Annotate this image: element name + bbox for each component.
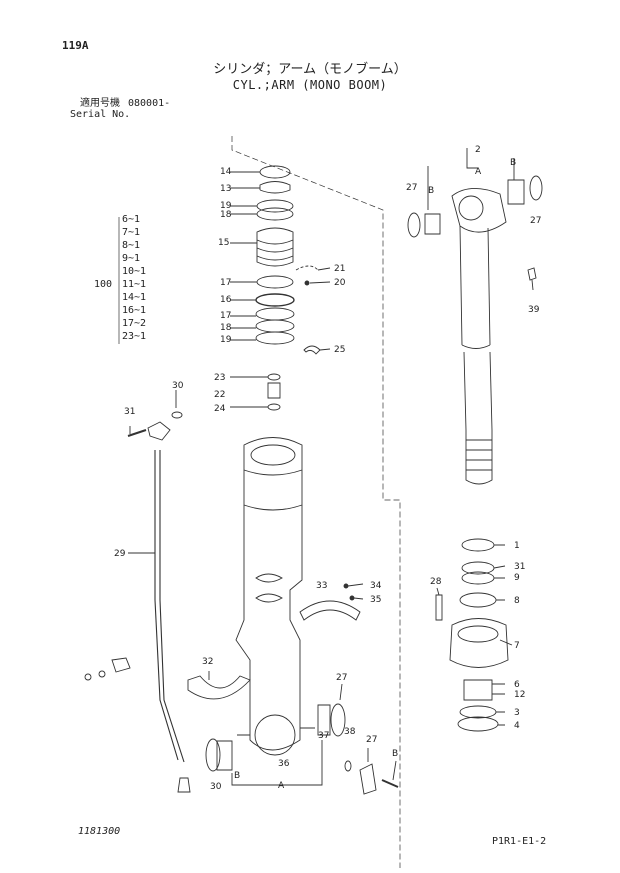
part-callout: B (428, 186, 434, 196)
part-callout: 3 (514, 708, 520, 718)
part-callout: 21 (334, 264, 345, 274)
group-item: 10~1 (122, 266, 147, 277)
part-callout: 15 (218, 238, 229, 248)
part-callout: 34 (370, 581, 382, 591)
part-callout: 17 (220, 278, 231, 288)
part-callout: 31 (124, 407, 135, 417)
part-callout: 25 (334, 345, 345, 355)
group-item: 6~1 (122, 214, 141, 225)
part-callout: 14 (220, 167, 232, 177)
part-callout: 4 (514, 721, 520, 731)
part-callout: 18 (220, 210, 232, 220)
page-title-jp: シリンダ；アーム（モノブーム） (213, 62, 407, 77)
serial-value: 080001- (128, 98, 171, 109)
part-callout: 19 (220, 201, 232, 211)
part-callout: B (510, 158, 516, 168)
part-callout: 27 (366, 735, 377, 745)
part-callout: 29 (114, 549, 126, 559)
part-callout: 5 (0, 0, 6, 3)
part-callout: 19 (220, 335, 232, 345)
part-callout: 30 (172, 381, 184, 391)
group-item: 17~2 (122, 318, 147, 329)
group-item: 23~1 (122, 331, 147, 342)
part-callout: B (392, 749, 398, 759)
part-callout: A (475, 167, 482, 177)
part-callout: 36 (278, 759, 290, 769)
group-item: 9~1 (122, 253, 141, 264)
part-callout: 35 (370, 595, 381, 605)
group-item: 16~1 (122, 305, 147, 316)
part-callout: 9 (514, 573, 520, 583)
group-item: 8~1 (122, 240, 141, 251)
group-item: 7~1 (122, 227, 141, 238)
part-callout: 8 (514, 596, 520, 606)
part-callout: 18 (220, 323, 232, 333)
part-callout: 31 (514, 562, 525, 572)
part-callout: 16 (220, 295, 232, 305)
part-callout: 28 (430, 577, 442, 587)
part-callout: A (278, 781, 285, 791)
part-callout: 17 (220, 311, 231, 321)
part-callout: 7 (514, 641, 520, 651)
part-callout: 10 (0, 0, 12, 3)
part-callout: 23 (214, 373, 225, 383)
part-callout: 27 (530, 216, 541, 226)
part-callout: 22 (214, 390, 225, 400)
part-callout: 24 (214, 404, 226, 414)
part-callout: 39 (528, 305, 540, 315)
part-callout: 13 (220, 184, 231, 194)
serial-label-jp: 適用号機 (80, 98, 120, 109)
part-callout: 38 (344, 727, 356, 737)
part-callout: 37 (318, 731, 329, 741)
part-callout: 6 (514, 680, 520, 690)
page-code: 119A (62, 39, 89, 52)
part-callout: 27 (406, 183, 417, 193)
drawing-number: 1181300 (78, 826, 121, 837)
group-label: 100 (94, 279, 113, 290)
group-item: 11~1 (122, 279, 147, 290)
part-callout: 11 (0, 0, 11, 3)
page-title-en: CYL.;ARM (MONO BOOM) (232, 78, 388, 92)
part-callout: B (234, 771, 240, 781)
page-reference: P1R1-E1-2 (492, 836, 547, 847)
group-item: 14~1 (122, 292, 147, 303)
part-callout: 12 (514, 690, 525, 700)
part-callout: 2 (475, 145, 481, 155)
part-callout: 27 (336, 673, 347, 683)
part-callout: 1 (514, 541, 520, 551)
serial-label-en: Serial No. (70, 109, 131, 120)
part-callout: 32 (202, 657, 213, 667)
part-callout: 30 (210, 782, 222, 792)
part-callout: 33 (316, 581, 327, 591)
part-callout: 20 (334, 278, 346, 288)
